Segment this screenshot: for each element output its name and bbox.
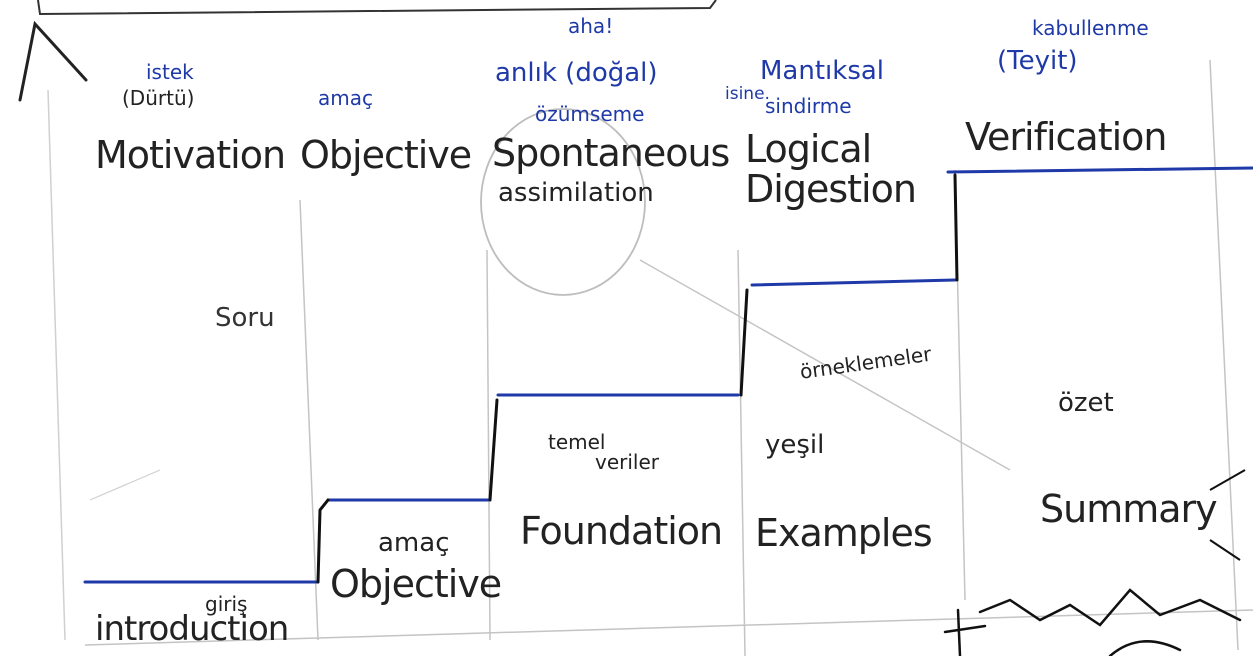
- stage-introduction: introduction: [95, 609, 289, 649]
- stage-verification: Verification: [965, 115, 1168, 159]
- label-amac-bottom: amaç: [378, 528, 450, 558]
- pencil-left-border: [47, 89, 66, 641]
- label-ozumseme: özümseme: [535, 102, 645, 126]
- arrow-summary-right: [1209, 469, 1246, 561]
- pencil-divider-2: [486, 249, 491, 641]
- stage-logical-1: Logical: [745, 127, 872, 171]
- pencil-bottom-line: [84, 609, 1253, 646]
- scribble-icon: [943, 588, 1242, 656]
- note-veriler: veriler: [595, 450, 660, 474]
- label-sindirme: sindirme: [765, 94, 852, 118]
- step-verification: [946, 166, 1253, 174]
- label-giris: giriş: [205, 592, 248, 616]
- stage-objective-top: Objective: [300, 133, 472, 177]
- pencil-divider-5: [1209, 59, 1239, 651]
- top-frame-line: [37, 0, 717, 16]
- label-anlik: anlık (doğal): [495, 58, 658, 88]
- riser-3: [739, 288, 749, 397]
- riser-4: [953, 173, 959, 282]
- stage-logical-2: Digestion: [745, 167, 917, 211]
- label-teyit: (Teyit): [997, 46, 1078, 76]
- stage-spontaneous-2: assimilation: [498, 178, 654, 208]
- stage-objective-bottom: Objective: [330, 562, 502, 606]
- label-kabullenme: kabullenme: [1032, 16, 1149, 40]
- note-temel: temel: [548, 430, 606, 454]
- up-arrow-icon: [18, 20, 88, 102]
- pencil-diagonal: [639, 259, 1011, 471]
- stage-spontaneous-1: Spontaneous: [492, 131, 730, 175]
- stage-summary: Summary: [1040, 487, 1218, 531]
- label-mantiksal: Mantıksal: [760, 56, 885, 86]
- stage-foundation: Foundation: [520, 509, 723, 553]
- note-ozet: özet: [1058, 388, 1114, 418]
- riser-2: [488, 398, 499, 502]
- label-durtu: (Dürtü): [122, 86, 195, 110]
- pencil-divider-3: [737, 249, 746, 656]
- stage-examples: Examples: [755, 511, 933, 555]
- stage-motivation: Motivation: [95, 133, 286, 177]
- label-aha: aha!: [568, 14, 614, 38]
- label-isine: isine.: [725, 84, 770, 104]
- pencil-diagonal-2: [89, 469, 161, 501]
- note-soru: Soru: [215, 303, 275, 333]
- step-logical: [750, 278, 957, 287]
- riser-1: [316, 498, 330, 584]
- label-amac-top: amaç: [318, 86, 373, 110]
- label-istek: istek: [146, 60, 194, 84]
- spontaneous-ellipse: [480, 108, 646, 296]
- note-yesil: yeşil: [765, 430, 825, 460]
- pencil-divider-1: [299, 199, 319, 641]
